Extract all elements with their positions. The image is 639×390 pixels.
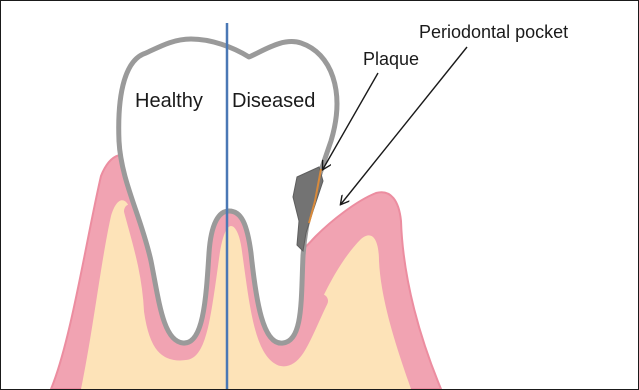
label-healthy: Healthy — [135, 90, 203, 112]
arrow-periodontal-pocket — [341, 47, 467, 204]
label-periodontal-pocket: Periodontal pocket — [419, 22, 568, 42]
label-plaque: Plaque — [363, 49, 419, 69]
label-diseased: Diseased — [232, 90, 315, 112]
